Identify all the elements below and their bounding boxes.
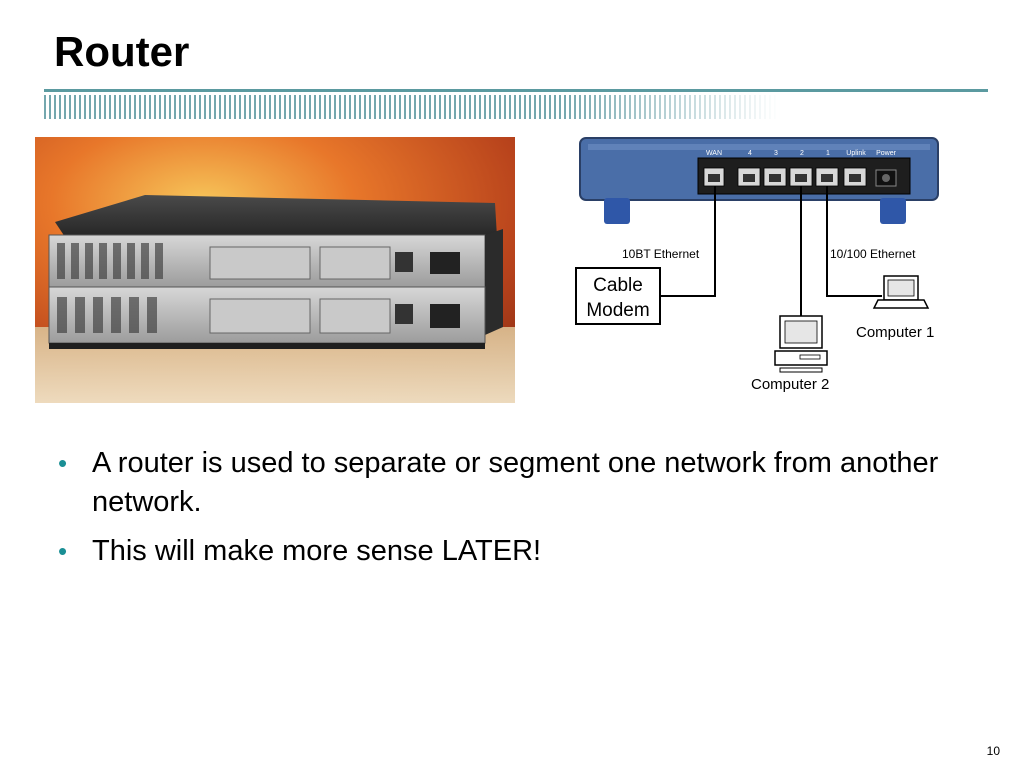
label-10-100-ethernet: 10/100 Ethernet <box>830 247 916 261</box>
bullet-text: A router is used to separate or segment … <box>92 447 939 518</box>
bullet-item: • A router is used to separate or segmen… <box>58 444 988 522</box>
cable-modem-box <box>575 267 661 325</box>
cable-computer-1 <box>826 186 882 297</box>
bullet-list: • A router is used to separate or segmen… <box>58 444 988 581</box>
network-diagram: WAN 4 3 2 1 Uplink Power 10BT Ethernet 1… <box>570 132 950 400</box>
bullet-dot-icon: • <box>58 536 68 566</box>
decorative-stripe-bar <box>44 95 988 119</box>
computer-2-label: Computer 2 <box>751 376 829 393</box>
port-label-3: 3 <box>774 150 778 157</box>
port-label-4: 4 <box>748 150 752 157</box>
network-diagram-svg: WAN 4 3 2 1 Uplink Power 10BT Ethernet 1… <box>575 137 939 393</box>
port-label-2: 2 <box>800 150 804 157</box>
bullet-item: • This will make more sense LATER! <box>58 532 988 571</box>
port-label-power: Power <box>876 150 897 157</box>
laptop-icon <box>872 275 930 309</box>
bullet-dot-icon: • <box>58 448 68 478</box>
router-photo-illustration <box>35 137 515 403</box>
router-foot-left <box>604 198 630 224</box>
bullet-text: This will make more sense LATER! <box>92 535 542 567</box>
router-photo <box>35 137 515 403</box>
cable-modem-line2: Modem <box>586 300 649 321</box>
title-underline <box>44 89 988 92</box>
router-foot-right <box>880 198 906 224</box>
port-label-1: 1 <box>826 150 830 157</box>
label-10bt-ethernet: 10BT Ethernet <box>622 247 700 261</box>
computer-1-label: Computer 1 <box>856 324 934 341</box>
desktop-computer-icon <box>774 315 828 373</box>
port-label-wan: WAN <box>706 150 722 157</box>
page-number: 10 <box>986 744 1000 758</box>
port-label-uplink: Uplink <box>846 150 866 157</box>
cable-wan <box>660 186 716 297</box>
cable-modem-line1: Cable <box>593 275 643 296</box>
slide-title: Router <box>54 28 190 75</box>
